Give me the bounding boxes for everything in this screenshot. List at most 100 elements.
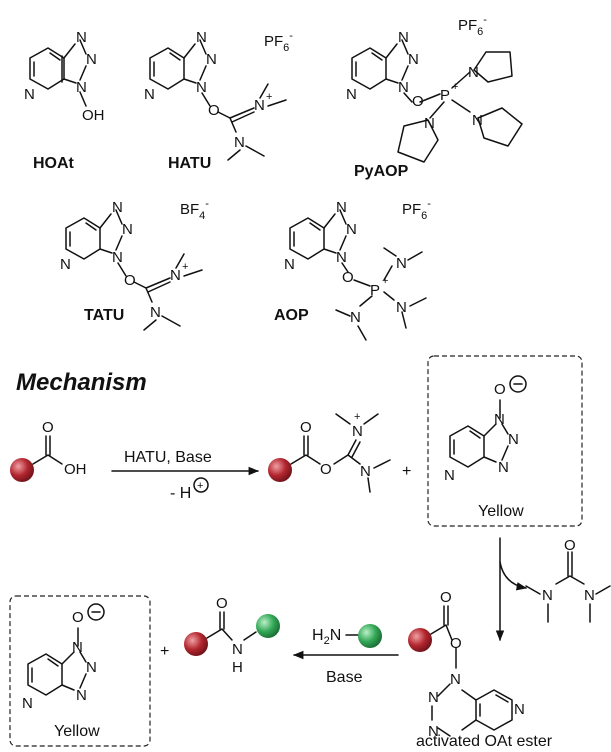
activated-ester-label: activated OAt ester [416, 733, 553, 750]
hatu-structure: N N N N O N + N [144, 29, 287, 161]
oat1-n1: N [494, 411, 505, 428]
label-pyaop: PyAOP [354, 163, 409, 180]
plus-sign-2: + [160, 643, 169, 660]
pyaop-n2: N [408, 51, 419, 68]
oat-anion-1: N N N N O [444, 375, 527, 484]
hatu-n-plus: N [254, 97, 265, 114]
red-ball-amide [184, 632, 208, 656]
hoat-oh: OH [82, 107, 105, 124]
int-o-carbonyl: O [300, 419, 312, 436]
aop-n-a: N [396, 255, 407, 272]
tatu-n-plus: N [170, 267, 181, 284]
hatu-n-pyridine: N [144, 86, 155, 103]
red-ball-acid [10, 458, 34, 482]
aop-p: P [370, 282, 380, 299]
oat-anion-2: N N N N O [22, 603, 105, 712]
amide-h: H [232, 659, 243, 676]
oat1-n3: N [498, 459, 509, 476]
label-hoat: HOAt [33, 155, 75, 172]
amine-reagent: H2N [312, 627, 359, 647]
pyaop-n-pyr1: N [468, 64, 479, 81]
oat2-n-pyridine: N [22, 695, 33, 712]
svg-text:- H: - H [170, 485, 191, 502]
aop-o: O [342, 269, 354, 286]
yellow-anion-box-1 [427, 355, 583, 527]
step3-reagent: Base [326, 669, 363, 686]
pyaop-o: O [412, 93, 424, 110]
tatu-n2: N [122, 221, 133, 238]
int-o-ester: O [320, 461, 332, 478]
pyaop-p: P [440, 87, 450, 104]
hoat-structure: N N N N OH [24, 29, 105, 124]
oat1-o: O [494, 381, 506, 398]
amide-o: O [216, 595, 228, 612]
oat1-minus-circle [509, 375, 527, 393]
pyaop-structure: N N N N O P + N N N [346, 29, 523, 163]
tatu-counterion: BF4- [180, 198, 209, 222]
hatu-n-amine: N [234, 134, 245, 151]
red-ball-intermediate [268, 458, 292, 482]
aop-n-c: N [350, 309, 361, 326]
ester-n3: N [428, 723, 439, 740]
acid-o-carbonyl: O [42, 419, 54, 436]
plus-sign-1: + [402, 463, 411, 480]
charge-plus-circle [193, 477, 209, 493]
aop-structure: N N N N O P + N N N [284, 199, 427, 341]
red-ball-ester [408, 628, 432, 652]
pyaop-charge: + [452, 81, 458, 93]
int-n-plus: N [352, 423, 363, 440]
aop-n-b: N [396, 299, 407, 316]
oat2-n2: N [86, 659, 97, 676]
ester-o-link: O [450, 635, 462, 652]
arrow-byproduct-curve [499, 561, 528, 591]
urea-o: O [564, 537, 576, 554]
aop-n2: N [346, 221, 357, 238]
aop-n-pyridine: N [284, 256, 295, 273]
ester-n2: N [428, 689, 439, 706]
oat1-n2: N [508, 431, 519, 448]
amide-product: O N H [206, 595, 257, 676]
hoat-n2: N [86, 51, 97, 68]
urea-n1: N [542, 587, 553, 604]
tetramethylurea: O N N [525, 537, 611, 623]
pyaop-n-pyr3: N [424, 115, 435, 132]
hoat-n1: N [76, 29, 87, 46]
acid-oh: OH [64, 461, 87, 478]
oat2-n3: N [76, 687, 87, 704]
label-tatu: TATU [84, 307, 124, 324]
tatu-n-pyridine: N [60, 256, 71, 273]
urea-n2: N [584, 587, 595, 604]
hatu-n1: N [196, 29, 207, 46]
label-aop: AOP [274, 307, 309, 324]
int-charge: + [354, 411, 360, 423]
pyaop-n-pyr2: N [472, 112, 483, 129]
hatu-n2: N [206, 51, 217, 68]
yellow-label-2: Yellow [54, 723, 100, 740]
ester-n1: N [450, 671, 461, 688]
pyaop-n1: N [398, 29, 409, 46]
amide-n: N [232, 641, 243, 658]
hoat-n3: N [76, 79, 87, 96]
yellow-label-1: Yellow [478, 503, 524, 520]
aop-counterion: PF6- [402, 198, 431, 222]
step1-reagent: HATU, Base [124, 449, 212, 466]
pyaop-n-pyridine: N [346, 86, 357, 103]
section-title-mechanism: Mechanism [16, 369, 147, 396]
hoat-n-pyridine: N [24, 86, 35, 103]
pyaop-n3: N [398, 79, 409, 96]
step1-byproduct: - H + [170, 477, 209, 502]
aop-charge: + [382, 275, 388, 287]
int-n-amine: N [360, 463, 371, 480]
tatu-n-amine: N [150, 304, 161, 321]
tatu-n3: N [112, 249, 123, 266]
svg-text:H2N: H2N [312, 627, 341, 647]
oat2-minus-circle [87, 603, 105, 621]
uronium-intermediate: O O N + N [290, 411, 391, 493]
pyaop-counterion: PF6- [458, 14, 487, 38]
tatu-o: O [124, 272, 136, 289]
hatu-counterion: PF6- [264, 30, 293, 54]
hatu-n3: N [196, 79, 207, 96]
svg-text:+: + [197, 480, 203, 492]
tatu-structure: N N N N O N + N [60, 199, 203, 331]
